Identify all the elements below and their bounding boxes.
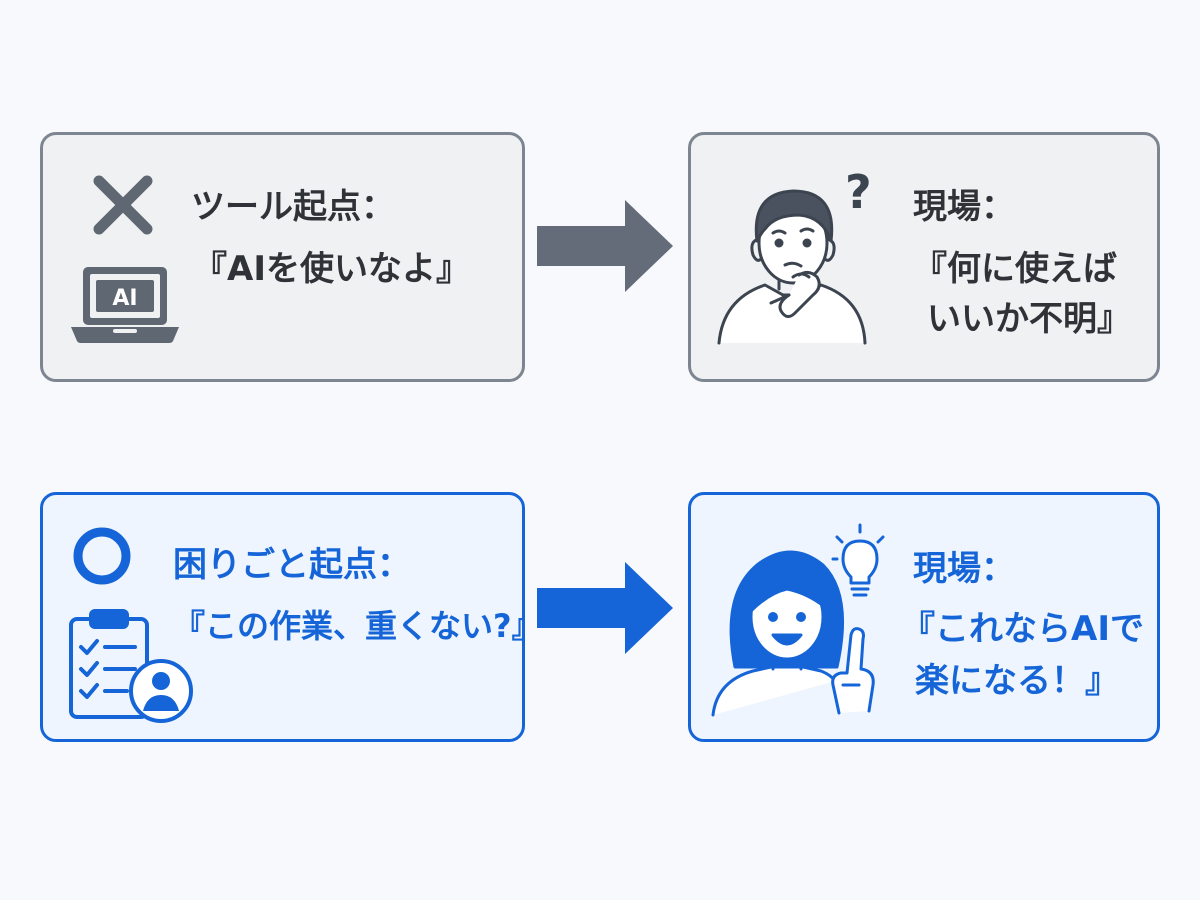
x-mark-icon <box>91 173 155 237</box>
site-happy-box: 現場： 『これならAIで 楽になる！』 <box>688 492 1160 742</box>
laptop-label: AI <box>112 286 137 311</box>
right-arrow-icon <box>537 562 677 654</box>
tool-origin-quote: 『AIを使いなよ』 <box>193 249 470 289</box>
question-mark: ? <box>845 165 872 219</box>
circle-mark-icon <box>71 525 133 587</box>
site-heading-top: 現場： <box>913 187 1015 227</box>
pain-origin-heading: 困りごと起点： <box>173 545 411 585</box>
pain-origin-quote: 『この作業、重くない?』 <box>173 607 544 645</box>
site-confused-box: ? 現場： 『何に使えば いいか不明』 <box>688 132 1160 382</box>
site-quote-top-line2: いいか不明』 <box>927 299 1131 339</box>
happy-woman-icon <box>707 535 883 719</box>
site-quote-top-line1: 『何に使えば <box>913 249 1117 289</box>
site-quote-bottom-line1: 『これならAIで <box>901 609 1144 649</box>
tool-origin-heading: ツール起点： <box>191 187 395 227</box>
laptop-ai-icon: AI <box>69 263 181 347</box>
clipboard-user-icon <box>67 607 195 727</box>
right-arrow-icon <box>537 200 677 292</box>
site-heading-bottom: 現場： <box>913 549 1015 589</box>
pain-origin-box: 困りごと起点： 『この作業、重くない?』 <box>40 492 544 742</box>
site-quote-bottom-line2: 楽になる！』 <box>915 661 1119 701</box>
tool-origin-box: AI ツール起点： 『AIを使いなよ』 <box>40 132 525 382</box>
lightbulb-icon <box>831 521 889 605</box>
confused-man-icon <box>713 171 873 347</box>
